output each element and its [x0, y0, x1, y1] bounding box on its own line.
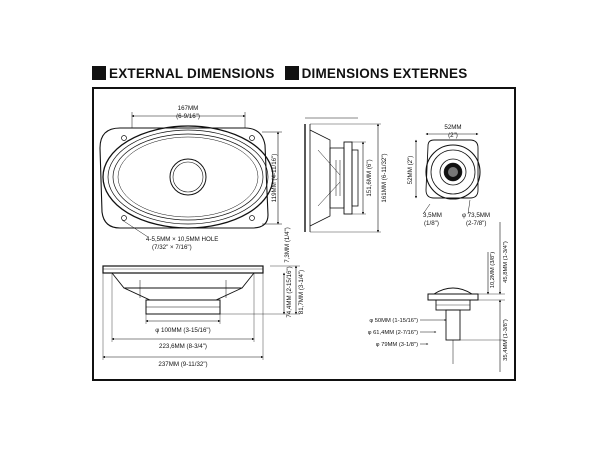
side-dim-161: 161MM (6-11/32") [381, 153, 388, 202]
bottom-view [102, 265, 300, 360]
bottom-width-outer: 237MM (9-11/32") [158, 361, 207, 368]
tweeter-dia-in: (2-7/8") [466, 220, 486, 227]
title-english: EXTERNAL DIMENSIONS [109, 65, 275, 81]
tweeter-width-in: (2") [448, 132, 458, 139]
total-depth: 81,7MM (3-1/4") [298, 270, 305, 315]
tweeter-hole-in: (1/8") [424, 220, 439, 227]
tweeter-h35: 35,4MM (1-3/8") [503, 319, 509, 361]
diagram-frame [92, 87, 516, 381]
front-width-mm: 167MM [178, 105, 199, 112]
header-square-icon [92, 66, 106, 80]
magnet-diameter: φ 100MM (3-15/16") [155, 327, 210, 334]
section-header: EXTERNAL DIMENSIONS DIMENSIONS EXTERNES [92, 65, 467, 81]
tweeter-d50: φ 50MM (1-15/16") [369, 318, 418, 324]
mount-depth: 74,4MM (2-15/16") [286, 266, 293, 317]
side-view [304, 117, 381, 233]
tweeter-d61: φ 61,4MM (2-7/16") [368, 330, 418, 336]
tweeter-height: 52MM (2") [407, 156, 414, 185]
side-dim-151: 151,6MM (6") [366, 159, 373, 196]
bottom-width-inner: 223,6MM (8-3/4") [159, 343, 207, 350]
tweeter-h10: 10,2MM (3/8") [490, 252, 496, 289]
hole-size-in: (7/32" × 7/16") [152, 244, 192, 251]
front-height: 119MM (4-11/16") [271, 154, 278, 203]
tweeter-h45: 45,8MM (1-3/4") [503, 241, 509, 283]
side-depth-flange: 7,3MM (1/4") [284, 227, 291, 263]
tweeter-width-mm: 52MM [444, 124, 461, 131]
header-square-icon [284, 66, 299, 80]
title-french: DIMENSIONS EXTERNES [301, 65, 468, 81]
front-width-in: (6-9/16") [176, 113, 200, 120]
tweeter-hole-mm: 3,5MM [423, 212, 442, 219]
front-view [99, 112, 282, 238]
tweeter-d79: φ 79MM (3-1/8") [376, 342, 418, 348]
hole-size-mm: 4-5,5MM × 10,5MM HOLE [146, 236, 218, 243]
tweeter-front-view [414, 132, 481, 215]
tweeter-side-view [420, 222, 505, 372]
tweeter-dia-mm: φ 73,5MM [462, 212, 490, 219]
